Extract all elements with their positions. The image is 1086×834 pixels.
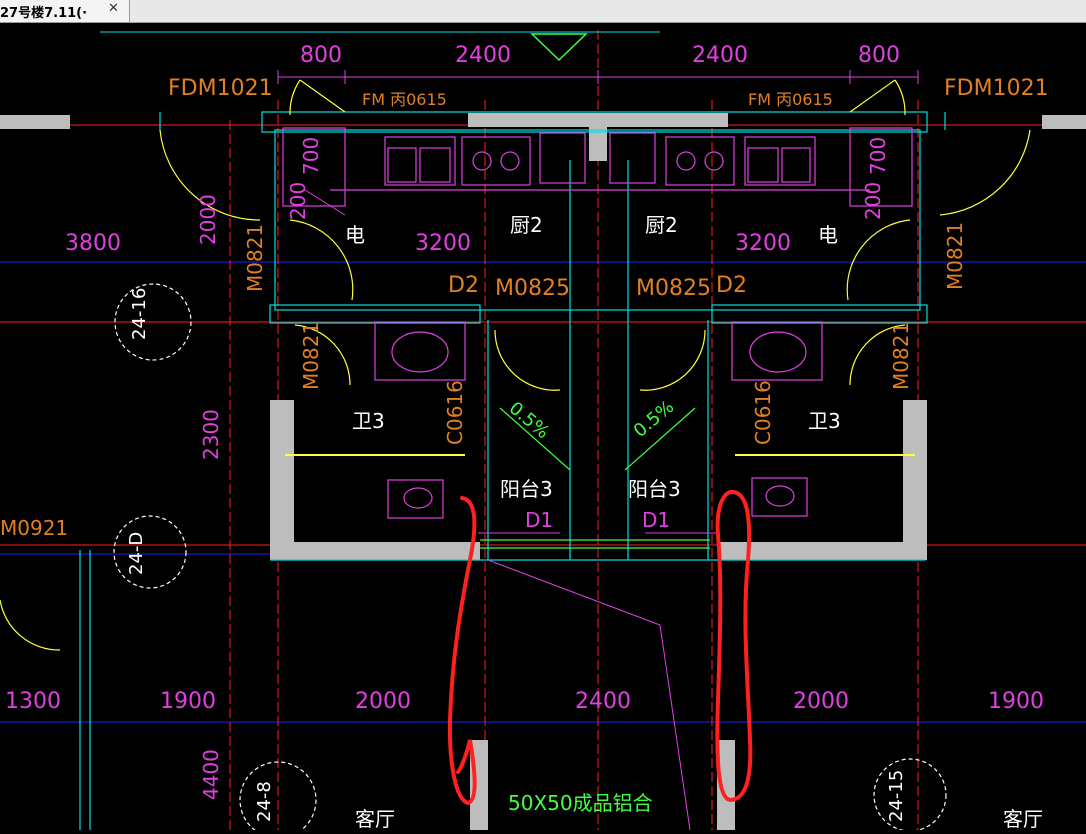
dim-top-1: 800 [300, 43, 342, 68]
axis-24-d: 24-D [126, 532, 147, 575]
axis-24-15: 24-15 [886, 770, 907, 822]
dim-top-3: 2400 [692, 43, 748, 68]
dim-top-4: 800 [858, 43, 900, 68]
walls [0, 113, 1086, 830]
dim-bottom-6: 1900 [988, 689, 1044, 714]
dim-200-left: 200 [286, 182, 310, 220]
m0821-a: M0821 [243, 224, 267, 292]
c0616-right: C0616 [751, 380, 775, 445]
dim-4400: 4400 [199, 749, 223, 800]
dim-bottom-1: 1300 [5, 689, 61, 714]
room-outlines [79, 111, 946, 830]
door-swings [0, 79, 1031, 651]
room-kitchen-left: 厨2 [510, 213, 543, 237]
red-axis-lines [0, 30, 1086, 830]
north-marker [530, 33, 588, 62]
dim-bottom-4: 2400 [575, 689, 631, 714]
axis-24-8: 24-8 [254, 781, 275, 822]
room-bath-right: 卫3 [808, 409, 841, 433]
d1-right: D1 [642, 508, 670, 532]
dim-top-2: 2400 [455, 43, 511, 68]
cad-drawing-canvas[interactable]: 800 2400 2400 800 3800 3200 3200 1300 19… [0, 22, 1086, 834]
top-dimension-lines [277, 70, 919, 84]
living-left: 客厅 [355, 807, 395, 830]
door-fdm-right: FDM1021 [944, 76, 1049, 101]
d1-left: D1 [525, 508, 553, 532]
kitchen-fixtures [282, 127, 913, 519]
room-elec-left: 电 [345, 223, 365, 247]
leader-lines [304, 189, 720, 831]
room-kitchen-right: 厨2 [645, 213, 678, 237]
dim-bottom-3: 2000 [355, 689, 411, 714]
dim-bottom-2: 1900 [160, 689, 216, 714]
red-markup [447, 489, 753, 806]
axis-24-16: 24-16 [129, 288, 150, 340]
m0825-left: M0825 [495, 276, 570, 301]
balcony-left: 阳台3 [500, 477, 553, 501]
room-elec-right: 电 [818, 223, 838, 247]
living-right: 客厅 [1003, 807, 1043, 830]
slope-left: 0.5% [505, 398, 554, 443]
dim-2300: 2300 [199, 409, 223, 460]
cad-drawing[interactable]: 800 2400 2400 800 3800 3200 3200 1300 19… [0, 22, 1086, 834]
balcony-right: 阳台3 [628, 477, 681, 501]
m0825-right: M0825 [636, 276, 711, 301]
slope-right: 0.5% [630, 396, 679, 441]
c0616-left: C0616 [443, 380, 467, 445]
document-tab-title: 27号楼7.11(· [0, 6, 88, 21]
dim-200-right: 200 [861, 182, 885, 220]
m0921: M0921 [0, 516, 68, 540]
dim-3800: 3800 [65, 231, 121, 256]
dim-bottom-5: 2000 [793, 689, 849, 714]
m0821-d: M0821 [889, 322, 913, 390]
dim-2000-left: 2000 [196, 194, 220, 245]
m0821-b: M0821 [943, 222, 967, 290]
dim-700-left: 700 [299, 137, 323, 175]
fm-left: FM 丙0615 [362, 90, 447, 109]
drain-slope-arrows [480, 407, 710, 549]
axis-grid [0, 261, 1086, 723]
d2-right: D2 [716, 273, 747, 298]
axis-bubbles [113, 283, 947, 834]
m0821-c: M0821 [299, 322, 323, 390]
close-icon[interactable]: ✕ [108, 1, 119, 16]
fm-right: FM 丙0615 [748, 90, 833, 109]
dim-3200-right: 3200 [735, 231, 791, 256]
d2-left: D2 [448, 273, 479, 298]
dim-3200-left: 3200 [415, 231, 471, 256]
document-tab[interactable]: 27号楼7.11(· ✕ [0, 0, 130, 22]
room-bath-left: 卫3 [352, 409, 385, 433]
note-aluminum: 50X50成品铝合 [508, 791, 653, 815]
document-tab-bar: 27号楼7.11(· ✕ [0, 0, 1086, 23]
dim-700-right: 700 [866, 137, 890, 175]
door-fdm-left: FDM1021 [168, 76, 273, 101]
